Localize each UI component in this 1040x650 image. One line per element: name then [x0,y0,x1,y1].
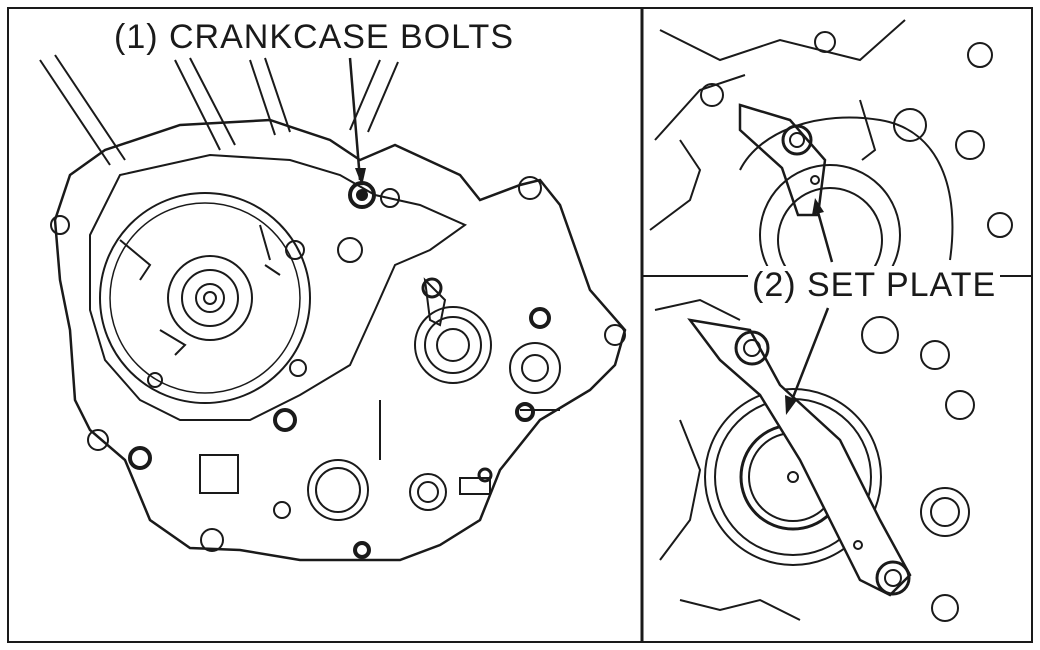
outer-border [7,7,1033,643]
set-plate-view-bottom [654,298,975,622]
callout-crankcase-bolts: (1) CRANKCASE BOLTS [110,18,519,57]
callout-set-plate: (2) SET PLATE [748,266,1001,305]
crankcase-drawing [39,54,627,562]
set-plate-view-top [649,19,1013,274]
